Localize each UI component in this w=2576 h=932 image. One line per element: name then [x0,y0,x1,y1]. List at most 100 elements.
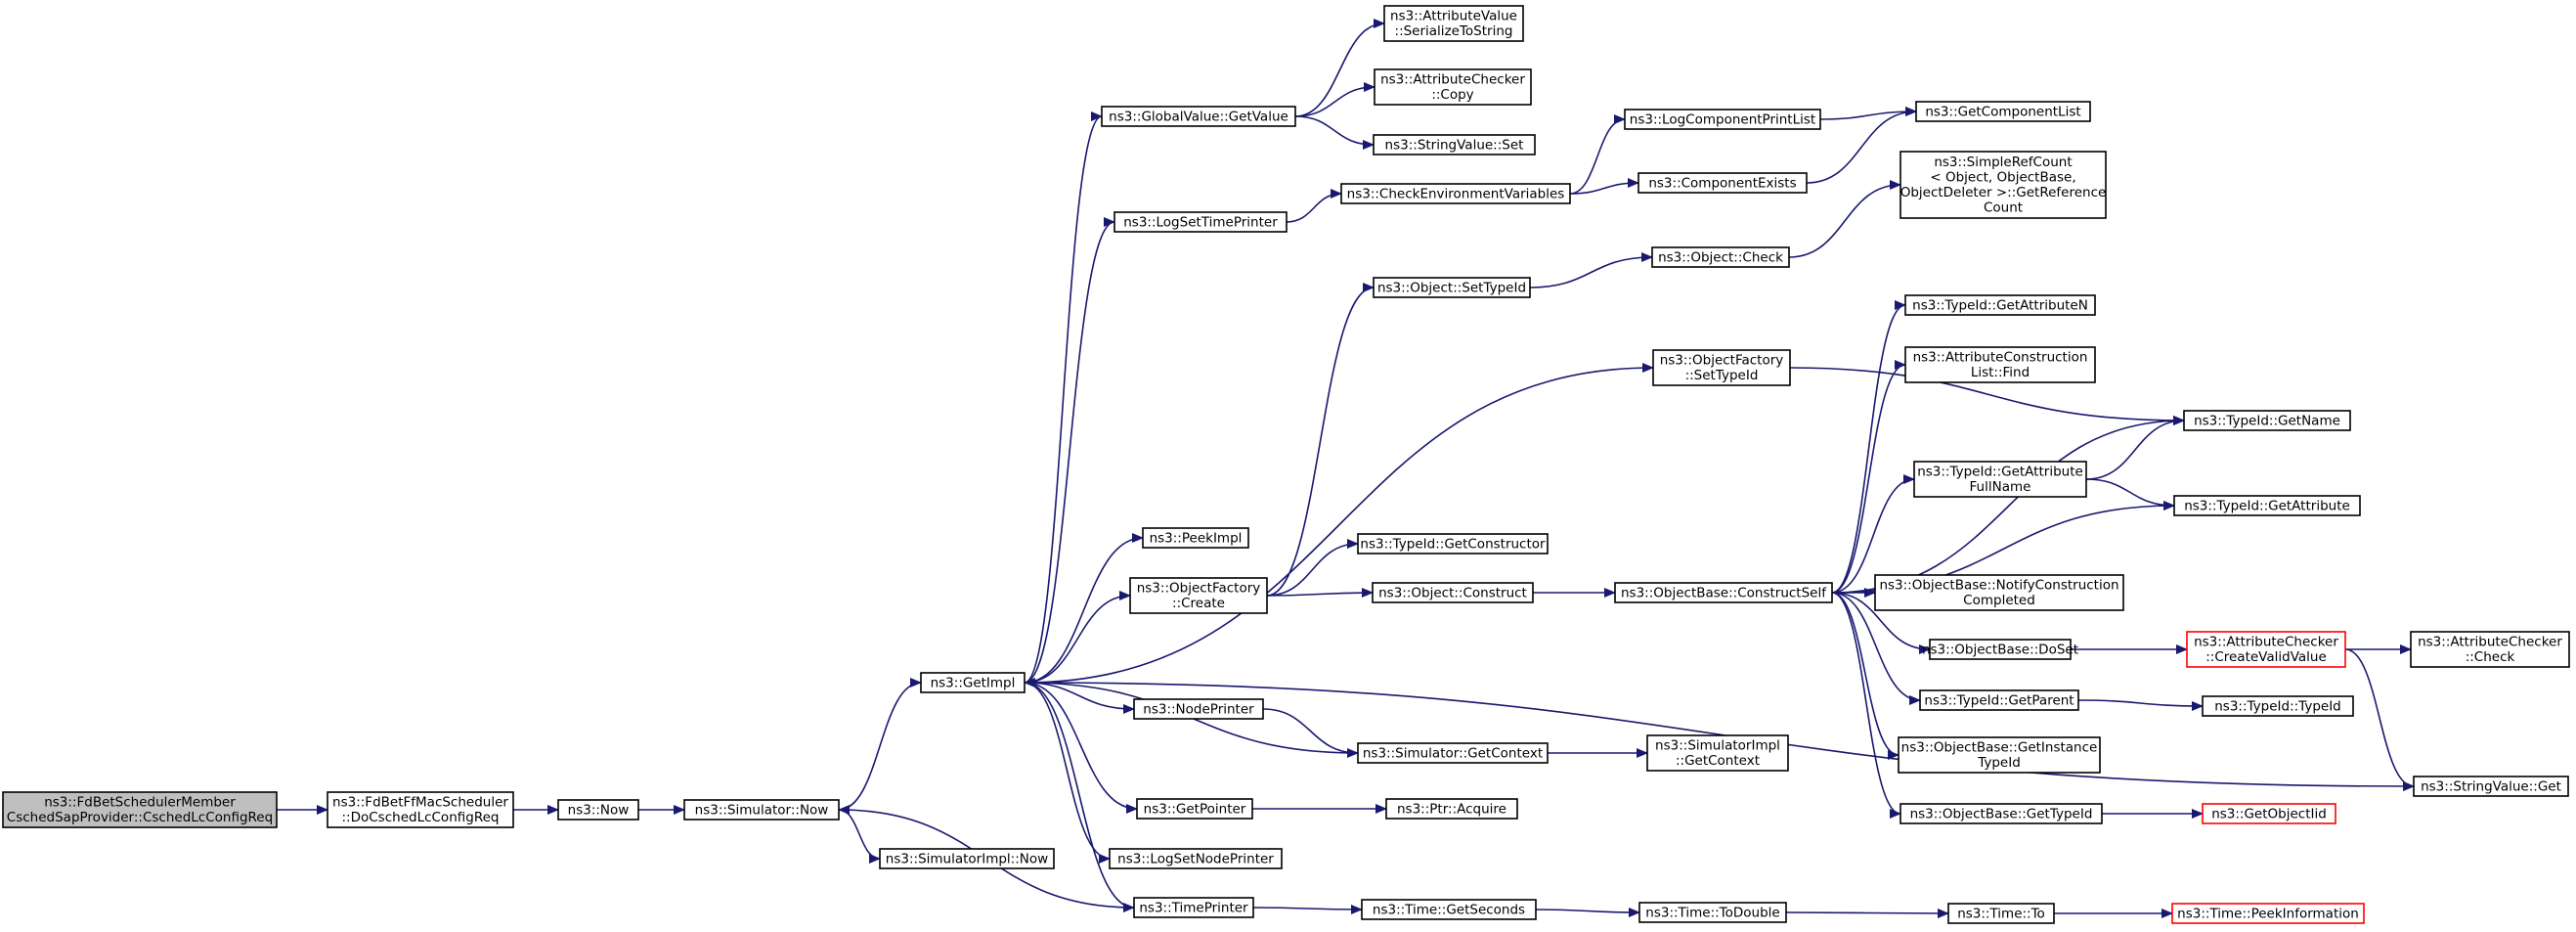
node-attr-checker-copy[interactable]: ns3::AttributeChecker::Copy [1374,68,1532,106]
node-box [1113,211,1288,233]
node-obj-set-type-id[interactable]: ns3::Object::SetTypeId [1373,277,1531,298]
node-get-impl[interactable]: ns3::GetImpl [920,672,1026,693]
node-string-value-set[interactable]: ns3::StringValue::Set [1373,134,1536,155]
node-root[interactable]: ns3::FdBetSchedulerMemberCschedSapProvid… [2,791,278,828]
node-box [557,799,639,821]
node-obj-fact-set-type-id[interactable]: ns3::ObjectFactory::SetTypeId [1652,349,1791,386]
call-edge-construct-self-to-do-set [1831,592,1931,654]
node-box [920,672,1026,693]
node-label: ns3::PeekImpl [1150,530,1243,546]
call-edge-comp-exists-to-get-comp-list [1806,107,1917,184]
call-edge-time-to-double-to-time-to [1785,908,1949,918]
node-check-env[interactable]: ns3::CheckEnvironmentVariables [1340,183,1571,204]
node-global-get-value[interactable]: ns3::GlobalValue::GetValue [1101,106,1296,127]
node-label: ns3::TypeId::GetConstructor [1360,536,1546,552]
node-log-set-node-printer[interactable]: ns3::LogSetNodePrinter [1109,848,1283,869]
call-edge-global-get-value-to-attr-checker-copy [1294,82,1375,117]
node-now[interactable]: ns3::Now [557,799,639,821]
node-box [1373,134,1536,155]
call-edge-construct-self-to-type-get-attr-n [1831,300,1906,594]
node-obj-base-get-type-id[interactable]: ns3::ObjectBase::GetTypeId [1899,803,2103,824]
node-label: Count [1984,200,2023,216]
node-sim-impl-get-context[interactable]: ns3::SimulatorImpl::GetContext [1646,734,1789,772]
node-box [1385,798,1518,820]
node-box [1638,902,1787,923]
node-obj-fact-create[interactable]: ns3::ObjectFactory::Create [1129,577,1268,614]
node-sim-now[interactable]: ns3::Simulator::Now [683,799,840,821]
node-label: ns3::Simulator::GetContext [1363,745,1543,761]
node-obj-construct[interactable]: ns3::Object::Construct [1372,582,1534,603]
node-log-comp-print-list[interactable]: ns3::LogComponentPrintList [1624,109,1821,130]
node-type-get-attr[interactable]: ns3::TypeId::GetAttribute [2173,495,2361,516]
node-label: ns3::TypeId::GetAttribute [2184,498,2350,513]
node-type-get-attr-n[interactable]: ns3::TypeId::GetAttributeN [1904,294,2096,316]
node-get-object-iid[interactable]: ns3::GetObjectIid [2202,803,2336,824]
call-edge-get-impl-to-global-get-value [1024,111,1103,684]
node-label: ::SetTypeId [1685,368,1759,383]
node-log-set-time-printer[interactable]: ns3::LogSetTimePrinter [1113,211,1288,233]
node-box [2183,410,2351,431]
node-box [2171,903,2365,924]
node-time-printer[interactable]: ns3::TimePrinter [1133,897,1254,918]
node-time-to[interactable]: ns3::Time::To [1947,903,2055,924]
node-comp-exists[interactable]: ns3::ComponentExists [1637,172,1808,194]
call-edges [276,19,2415,918]
node-label: ::Check [2466,649,2515,665]
node-label: ns3::TypeId::GetAttribute [1917,465,2083,480]
node-peek-info[interactable]: ns3::Time::PeekInformation [2171,903,2365,924]
node-type-type-id[interactable]: ns3::TypeId::TypeId [2202,695,2354,717]
node-box [1136,798,1253,820]
call-edge-obj-fact-create-to-obj-set-type-id [1266,283,1375,597]
node-label: ns3::GetComponentList [1925,104,2080,119]
node-label: ns3::Object::SetTypeId [1377,280,1526,295]
node-do-set[interactable]: ns3::ObjectBase::DoSet [1922,639,2078,660]
node-create-valid[interactable]: ns3::AttributeChecker::CreateValidValue [2186,631,2346,668]
call-edge-check-env-to-log-comp-print-list [1569,114,1626,195]
node-attr-serialize[interactable]: ns3::AttributeValue::SerializeToString [1383,5,1524,42]
node-simple-ref-count[interactable]: ns3::SimpleRefCount< Object, ObjectBase,… [1899,151,2107,219]
node-get-comp-list[interactable]: ns3::GetComponentList [1915,101,2091,122]
node-label: ns3::TypeId::TypeId [2214,698,2341,714]
node-time-to-double[interactable]: ns3::Time::ToDouble [1638,902,1787,923]
node-type-get-name[interactable]: ns3::TypeId::GetName [2183,410,2351,431]
call-edge-log-comp-print-list-to-get-comp-list [1819,107,1917,120]
node-label: ns3::NodePrinter [1143,701,1254,717]
node-get-pointer[interactable]: ns3::GetPointer [1136,798,1253,820]
node-node-printer[interactable]: ns3::NodePrinter [1133,698,1264,720]
node-time-get-seconds[interactable]: ns3::Time::GetSeconds [1361,899,1537,920]
node-ptr-acquire[interactable]: ns3::Ptr::Acquire [1385,798,1518,820]
node-type-get-ctor[interactable]: ns3::TypeId::GetConstructor [1357,533,1549,555]
call-edge-obj-fact-create-to-type-get-ctor [1266,539,1359,597]
node-box [1652,349,1791,386]
node-attr-checker-check[interactable]: ns3::AttributeChecker::Check [2410,631,2570,668]
node-label: ns3::ObjectBase::GetTypeId [1910,806,2093,821]
node-string-value-get[interactable]: ns3::StringValue::Get [2413,776,2569,797]
call-edge-get-impl-to-log-set-node-printer [1024,682,1111,864]
node-label: ns3::ObjectBase::ConstructSelf [1621,585,1827,600]
node-box [1624,109,1821,130]
node-sim-get-context[interactable]: ns3::Simulator::GetContext [1357,742,1549,764]
node-type-get-parent[interactable]: ns3::TypeId::GetParent [1919,689,2079,711]
node-box [1142,527,1249,549]
node-peek-impl[interactable]: ns3::PeekImpl [1142,527,1249,549]
node-box [2,791,278,828]
node-box [1929,639,2072,660]
node-do-csched[interactable]: ns3::FdBetFfMacScheduler::DoCschedLcConf… [327,791,514,828]
node-box [1109,848,1283,869]
node-box [683,799,840,821]
node-notify-constr[interactable]: ns3::ObjectBase::NotifyConstructionCompl… [1874,574,2124,611]
call-edge-type-get-parent-to-type-type-id [2077,699,2204,711]
node-label: ns3::ObjectBase::NotifyConstruction [1879,578,2118,594]
call-edge-get-impl-to-time-printer [1024,682,1135,912]
node-sim-impl-now[interactable]: ns3::SimulatorImpl::Now [879,848,1055,869]
node-box [2413,776,2569,797]
node-obj-check[interactable]: ns3::Object::Check [1651,246,1790,268]
node-construct-self[interactable]: ns3::ObjectBase::ConstructSelf [1614,582,1833,603]
call-edge-construct-self-to-get-instance-type-id [1831,592,1899,760]
call-edge-type-get-attr-full-to-type-get-attr [2085,478,2175,510]
node-label: ::GetContext [1676,753,1760,769]
